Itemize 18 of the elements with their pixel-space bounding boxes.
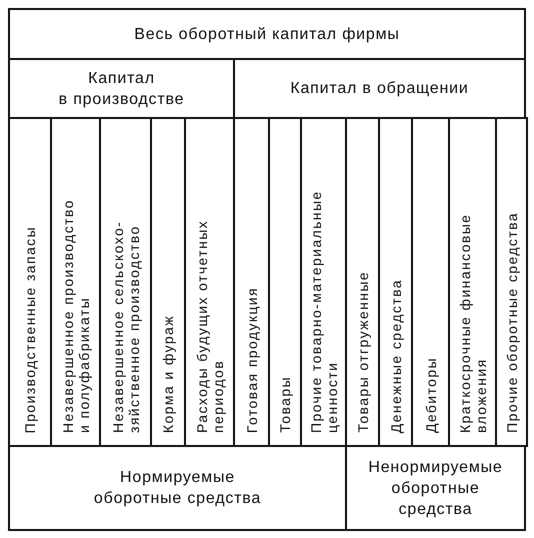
column-label: Прочие оборотные средства — [504, 212, 520, 433]
footer-label: Ненормируемые оборотные средства — [368, 458, 503, 520]
column-label: Товары — [277, 376, 293, 433]
column-label: Краткосрочные финансовые вложения — [456, 212, 488, 433]
footer-cell — [8, 445, 347, 531]
header-label: Весь оборотный капитал фирмы — [134, 24, 400, 44]
header-cell — [8, 8, 526, 60]
header-label: Капитал в производстве — [58, 68, 186, 110]
column-label: Готовая продукция — [244, 286, 260, 433]
column-label: Производственные запасы — [22, 226, 38, 433]
header-label: Капитал в обращении — [290, 79, 469, 99]
column-label: Товары отгруженные — [354, 271, 370, 433]
column-label: Денежные средства — [388, 278, 404, 433]
footer-label: Нормируемые оборотные средства — [92, 468, 262, 509]
column-label: Дебиторы — [422, 356, 438, 433]
column-label: Расходы будущих отчетных периодов — [194, 218, 226, 433]
column-label: Корма и фураж — [160, 314, 176, 433]
footer-cell — [345, 445, 526, 531]
